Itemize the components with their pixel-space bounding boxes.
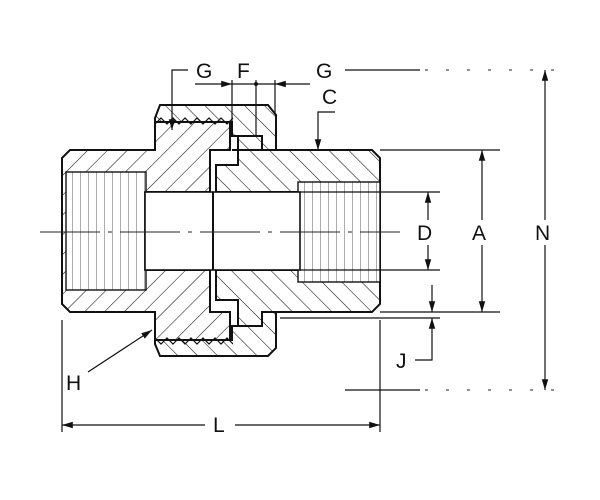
label-c: C	[322, 86, 337, 109]
union-nut	[154, 104, 277, 357]
label-f: F	[237, 60, 250, 83]
label-h: H	[66, 372, 81, 395]
label-g-right: G	[316, 60, 332, 83]
label-l: L	[213, 414, 225, 437]
label-a: A	[472, 222, 486, 245]
label-n: N	[535, 222, 550, 245]
bore	[144, 191, 301, 271]
left-body	[61, 121, 231, 341]
extension-lines	[61, 69, 560, 432]
label-d: D	[417, 222, 432, 245]
dimensions	[62, 69, 549, 429]
label-j: J	[396, 350, 407, 373]
label-g-left: G	[196, 60, 212, 83]
